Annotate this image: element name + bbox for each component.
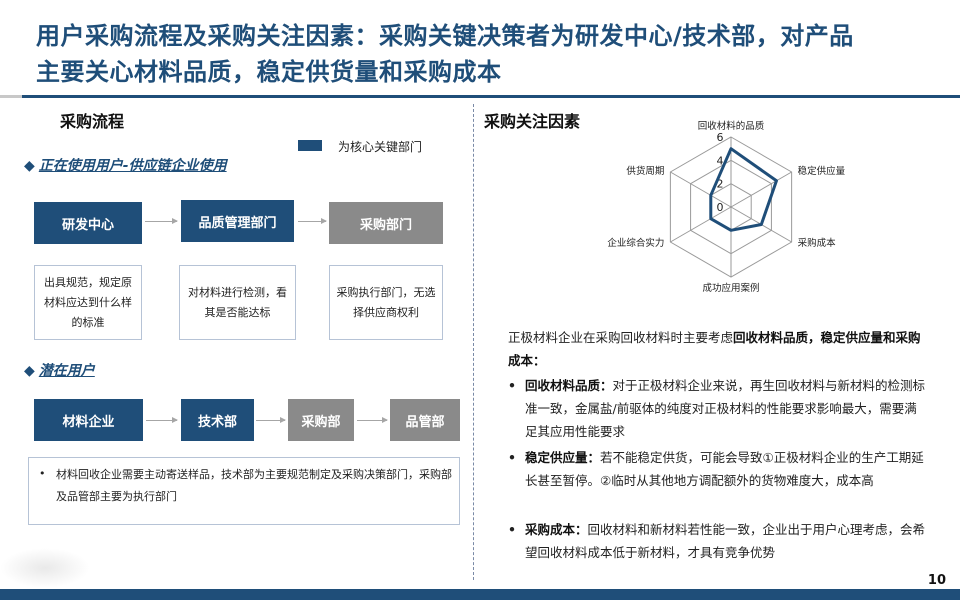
note-quality-dept: 对材料进行检测，看其是否能达标 (179, 265, 296, 340)
flow-arrow-1 (145, 218, 178, 224)
bullet-dot: • (39, 467, 46, 480)
radar-series-line (709, 147, 778, 232)
radar-category-label: 采购成本 (798, 237, 837, 249)
flow-arrow-5 (357, 417, 388, 423)
factor-item-supply-text: 若不能稳定供货，可能会导致①正极材料企业的生产工期延长甚至暂停。②临时从其他地方… (525, 450, 924, 488)
factors-intro-bold: 回收材料品质，稳定供应量和采购成本： (508, 330, 921, 368)
factor-item-quality-text: 对于正极材料企业来说，再生回收材料与新材料的检测标准一致，金属盐/前驱体的纯度对… (525, 378, 926, 439)
radar-tick-label: 4 (717, 154, 724, 167)
radar-category-label: 回收材料的品质 (698, 120, 765, 132)
factor-item-quality-label: 回收材料品质： (525, 378, 613, 393)
left-section-title: 采购流程 (60, 112, 125, 131)
flow-arrow-2 (298, 218, 327, 224)
flow-box-material-company: 材料企业 (34, 399, 143, 441)
title-divider-tick (0, 95, 22, 98)
radar-category-label: 供货周期 (626, 165, 664, 177)
decorative-smudge (0, 548, 90, 588)
page-title-line-1: 用户采购流程及采购关注因素：采购关键决策者为研发中心/技术部，对产品 (36, 22, 854, 50)
page-number: 10 (927, 573, 946, 588)
bullet-dot: • (508, 450, 516, 465)
page-title-line-2: 主要关心材料品质，稳定供货量和采购成本 (36, 58, 502, 86)
bullet-dot: • (508, 378, 516, 393)
group2-note-box: • 材料回收企业需要主动寄送样品，技术部为主要规范制定及采购决策部门，采购部及品… (28, 457, 460, 525)
factors-intro: 正极材料企业在采购回收材料时主要考虑回收材料品质，稳定供应量和采购成本： (508, 326, 928, 372)
flow-box-rd-center: 研发中心 (34, 202, 142, 244)
column-divider (473, 104, 474, 580)
radar-tick-label: 6 (717, 131, 724, 144)
flow-arrow-4 (256, 417, 286, 423)
legend-label: 为核心关键部门 (338, 140, 423, 154)
group1-heading-text: 正在使用用户-供应链企业使用 (38, 158, 227, 174)
radar-tick-label: 0 (717, 201, 724, 214)
group1-heading: ◆正在使用用户-供应链企业使用 (24, 155, 227, 175)
factor-item-supply-label: 稳定供应量： (525, 450, 601, 465)
diamond-bullet-icon: ◆ (24, 363, 35, 379)
bullet-dot: • (508, 522, 516, 537)
factor-item-cost-text: 回收材料和新材料若性能一致，企业出于用户心理考虑，会希望回收材料成本低于新材料，… (525, 522, 926, 560)
radar-category-label: 企业综合实力 (607, 237, 664, 249)
radar-category-label: 稳定供应量 (798, 165, 846, 177)
radar-spoke (670, 206, 732, 243)
note-rd-center: 出具规范，规定原材料应达到什么样的标准 (34, 265, 142, 340)
flow-arrow-3 (146, 417, 178, 423)
legend-swatch (298, 140, 322, 151)
flow-box-purchasing: 采购部 (288, 399, 354, 441)
radar-spoke (670, 171, 732, 208)
group2-heading: ◆潜在用户 (24, 360, 95, 380)
note-purchasing-dept: 采购执行部门，无选择供应商权利 (329, 265, 443, 340)
factors-intro-plain: 正极材料企业在采购回收材料时主要考虑 (508, 330, 734, 345)
flow-box-purchasing-dept: 采购部门 (329, 202, 443, 244)
factor-item-cost-label: 采购成本： (525, 522, 588, 537)
radar-spoke (730, 171, 792, 208)
footer-bar (0, 589, 960, 600)
radar-category-label: 成功应用案例 (702, 282, 759, 294)
group2-note-text: 材料回收企业需要主动寄送样品，技术部为主要规范制定及采购决策部门，采购部及品管部… (56, 468, 452, 503)
flow-box-qc-dept: 品管部 (390, 399, 460, 441)
right-section-title: 采购关注因素 (484, 112, 581, 131)
group2-heading-text: 潜在用户 (38, 363, 95, 379)
radar-tick-label: 2 (717, 178, 724, 191)
flow-box-quality-dept: 品质管理部门 (181, 200, 294, 242)
flow-box-tech-dept: 技术部 (181, 399, 254, 441)
diamond-bullet-icon: ◆ (24, 158, 35, 174)
title-divider (0, 95, 960, 98)
